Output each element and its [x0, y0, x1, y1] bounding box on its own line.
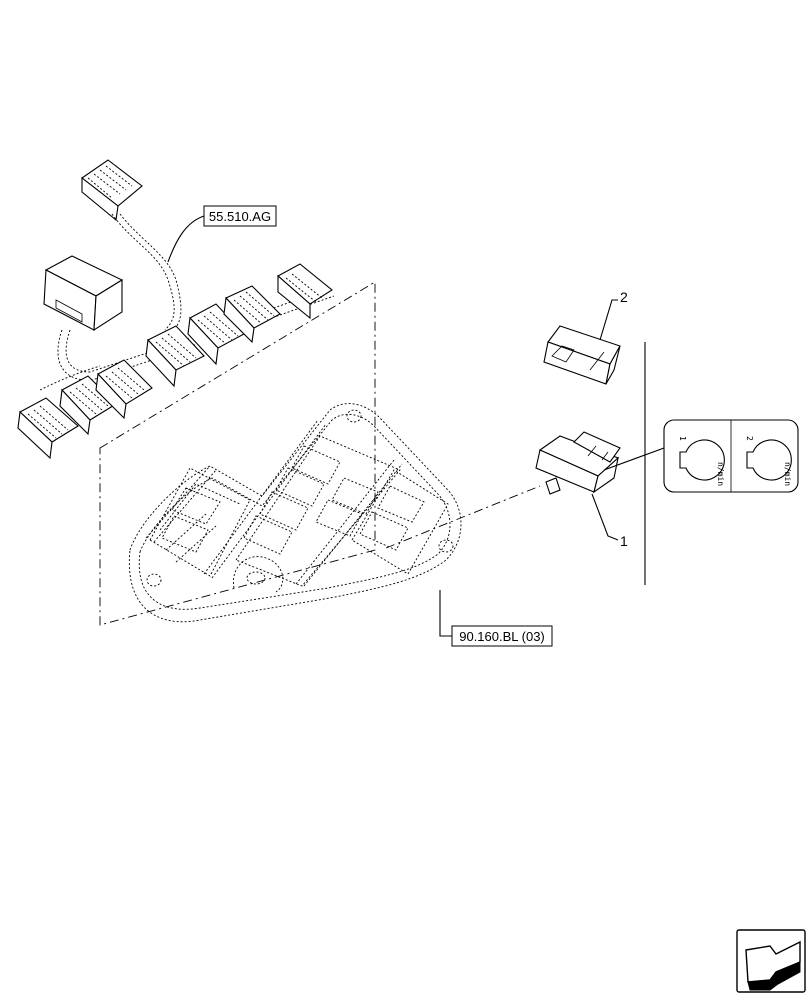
decal-right-unit: n/min — [783, 462, 792, 486]
console-boundary — [99, 281, 376, 626]
switch-decal: 1 n/min 2 n/min — [663, 419, 799, 493]
decal-left-speed-icon — [679, 439, 725, 481]
switch-bank-middle — [235, 435, 401, 587]
decal-right-number: 2 — [745, 436, 754, 441]
harness-junction-box — [43, 255, 124, 332]
harness-connector — [17, 397, 79, 460]
console-dial — [233, 556, 284, 593]
harness-connector — [95, 359, 153, 420]
console-ref-label[interactable]: 90.160.BL (03) — [459, 629, 545, 644]
decal-left-unit: n/min — [716, 462, 725, 486]
control-console — [128, 403, 462, 623]
wiring-harness — [17, 159, 335, 460]
switch-cap-item-2 — [543, 325, 621, 385]
item-2-number: 2 — [620, 289, 628, 305]
switch-bank-left — [149, 467, 251, 577]
harness-connector — [223, 285, 281, 344]
harness-connector — [277, 263, 333, 320]
harness-connector-top — [81, 159, 143, 222]
decal-right-speed-icon — [746, 439, 792, 481]
harness-ref-callout[interactable]: 55.510.AG — [203, 205, 277, 227]
switch-bank-right — [351, 469, 449, 575]
next-page-arrow-icon[interactable] — [736, 929, 806, 993]
item-1-number: 1 — [620, 533, 628, 549]
harness-connector — [145, 325, 205, 388]
harness-ref-label[interactable]: 55.510.AG — [209, 209, 271, 224]
rocker-switch-item-1 — [535, 431, 621, 495]
console-ref-callout[interactable]: 90.160.BL (03) — [451, 625, 553, 647]
decal-left-number: 1 — [678, 436, 687, 441]
